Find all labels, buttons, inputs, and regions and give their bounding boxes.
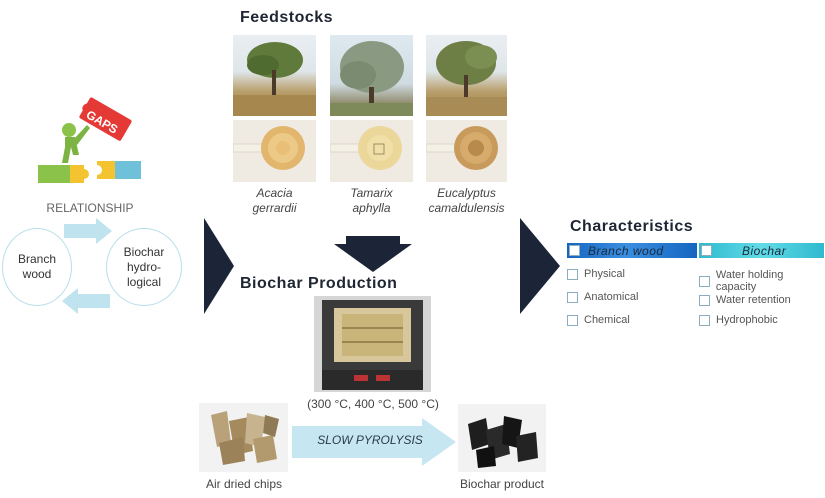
slow-pyrolysis-label: SLOW PYROLYSIS [317, 433, 423, 447]
temperatures-label: (300 °C, 400 °C, 500 °C) [307, 397, 439, 411]
tamarix-tree-photo [330, 35, 413, 116]
gaps-graphic: GAPS [35, 95, 145, 190]
branch-wood-bar: Branch wood [567, 243, 697, 258]
eucalyptus-caption: Eucalyptus camaldulensis [420, 186, 513, 216]
checkbox-icon [699, 314, 710, 326]
biochar-item-water-holding: Water holding capacity [699, 269, 825, 293]
branch-wood-line-2: wood [22, 267, 52, 281]
eucalyptus-genus: Eucalyptus [437, 186, 496, 200]
biochar-product-photo [458, 404, 546, 472]
wood-disc-icon [233, 126, 305, 170]
checkbox-icon [567, 268, 578, 280]
checkbox-icon [699, 294, 710, 306]
biochar-hydro-line-2: hydro- [126, 259, 161, 274]
branch-wood-item-anatomical: Anatomical [567, 291, 638, 303]
tree-icon [426, 41, 507, 116]
branch-wood-item-physical: Physical [567, 268, 625, 280]
biochar-item-label: Water holding capacity [715, 269, 784, 293]
arrow-right-dark-icon [520, 218, 560, 314]
eucalyptus-wood-disc-photo [426, 120, 507, 182]
branch-wood-line-1: Branch [17, 252, 57, 266]
branch-wood-item-label: Physical [584, 268, 625, 280]
furnace-photo [314, 296, 431, 392]
feedstocks-title: Feedstocks [240, 9, 334, 26]
biochar-item-label: Hydrophobic [716, 314, 778, 326]
furnace-icon [322, 300, 423, 390]
puzzle-figure-icon [38, 97, 141, 183]
arrow-left-light-icon [62, 288, 110, 314]
checkbox-icon [567, 314, 578, 326]
tamarix-caption: Tamarix aphylla [330, 186, 413, 216]
tamarix-wood-disc-photo [330, 120, 413, 182]
arrow-slow-pyrolysis-icon [292, 418, 456, 466]
branch-wood-item-label: Anatomical [584, 291, 639, 303]
relationship-label: RELATIONSHIP [46, 201, 134, 215]
eucalyptus-epithet: camaldulensis [428, 201, 505, 215]
biochar-hydro-line-3: logical [126, 274, 162, 289]
acacia-genus: Acacia [256, 186, 293, 200]
arrow-down-dark-icon [334, 236, 412, 272]
biochar-hydro-line-1: Biochar [123, 244, 165, 259]
acacia-tree-photo [233, 35, 316, 116]
checkbox-icon [699, 275, 710, 287]
biochar-bar: Biochar [699, 243, 824, 258]
biochar-item-water-retention: Water retention [699, 294, 791, 306]
acacia-caption: Acacia gerrardii [233, 186, 316, 216]
tree-icon [233, 42, 316, 116]
eucalyptus-tree-photo [426, 35, 507, 116]
checkbox-icon [567, 291, 578, 303]
air-dried-chips-photo [199, 403, 288, 472]
branch-wood-item-chemical: Chemical [567, 314, 630, 326]
biochar-production-title: Biochar Production [240, 275, 398, 292]
branch-wood-bar-label: Branch wood [588, 243, 664, 258]
wood-disc-icon [426, 126, 498, 170]
arrow-right-light-icon [64, 218, 112, 244]
tree-icon [330, 41, 413, 116]
branch-wood-circle: Branch wood [2, 228, 72, 306]
acacia-wood-disc-photo [233, 120, 316, 182]
biochar-bar-checkbox [701, 245, 712, 256]
air-dried-chips-label: Air dried chips [205, 477, 283, 491]
tamarix-epithet: aphylla [352, 201, 391, 215]
wood-chips-icon [211, 411, 279, 465]
biochar-bar-label: Biochar [742, 243, 787, 258]
characteristics-title: Characteristics [570, 218, 694, 235]
branch-wood-item-label: Chemical [584, 314, 630, 326]
acacia-epithet: gerrardii [252, 201, 297, 215]
arrow-right-dark-icon [204, 218, 234, 314]
branch-wood-bar-checkbox [569, 245, 580, 256]
biochar-hydrological-circle: Biochar hydro- logical [106, 228, 182, 306]
biochar-item-hydrophobic: Hydrophobic [699, 314, 778, 326]
biochar-pieces-icon [468, 416, 538, 468]
biochar-product-label: Biochar product [459, 477, 545, 491]
biochar-item-label: Water retention [716, 294, 791, 306]
tamarix-genus: Tamarix [350, 186, 393, 200]
wood-disc-icon [330, 126, 402, 170]
